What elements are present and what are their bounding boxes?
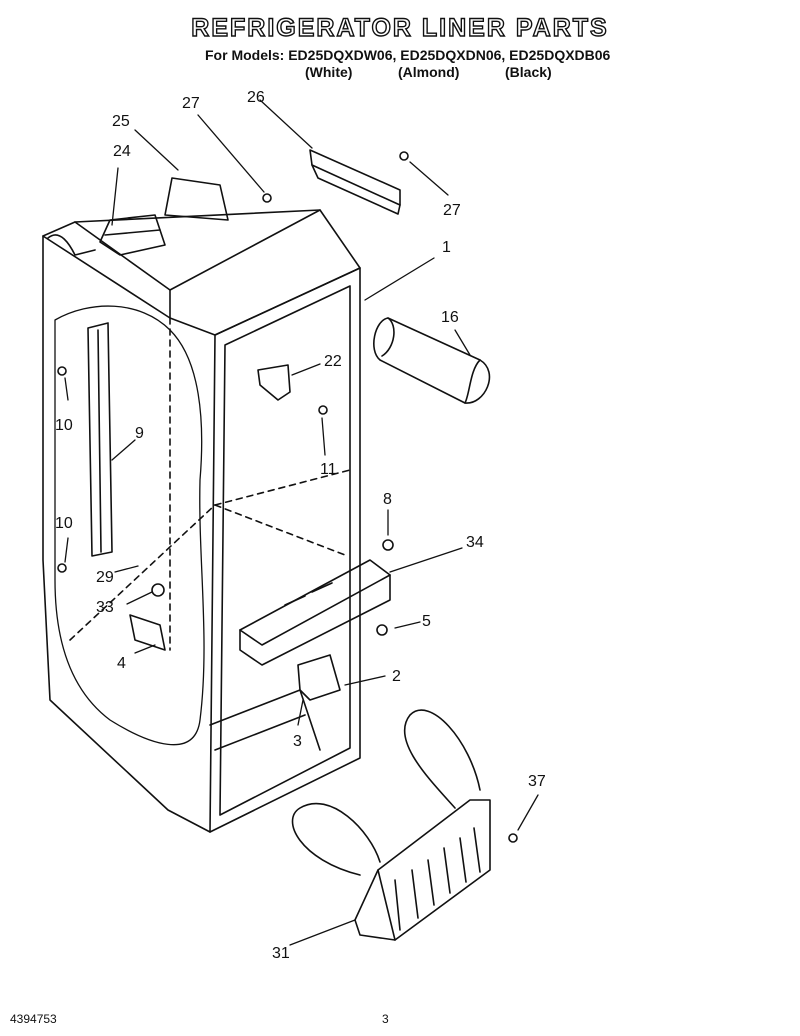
- callout-10-upper: 10: [55, 417, 73, 434]
- callout-34: 34: [466, 534, 484, 551]
- models-line: For Models: ED25DQXDW06, ED25DQXDN06, ED…: [205, 47, 611, 63]
- callout-16: 16: [441, 309, 459, 326]
- variant-white: (White): [305, 64, 353, 80]
- callout-27-right: 27: [443, 202, 461, 219]
- callout-33: 33: [96, 599, 114, 616]
- callout-29: 29: [96, 569, 114, 586]
- callout-5: 5: [422, 613, 431, 630]
- page-number: 3: [382, 1012, 389, 1026]
- callout-11: 11: [320, 461, 337, 478]
- part-34-rail: [239, 559, 391, 666]
- part-26-bracket: [309, 149, 401, 215]
- page-title: REFRIGERATOR LINER PARTS: [191, 13, 609, 42]
- callout-9: 9: [135, 425, 144, 442]
- callout-25: 25: [112, 113, 130, 130]
- callout-4: 4: [117, 655, 126, 672]
- callout-1: 1: [442, 239, 451, 256]
- callout-24: 24: [113, 143, 131, 160]
- variant-almond: (Almond): [398, 64, 460, 80]
- callout-37: 37: [528, 773, 546, 790]
- part-2-bracket: [297, 654, 341, 701]
- callout-22: 22: [324, 353, 342, 370]
- callout-26: 26: [247, 89, 265, 106]
- screw-27b: [399, 151, 409, 161]
- screw-27a: [262, 193, 272, 203]
- callout-31: 31: [272, 945, 290, 962]
- screw-10b: [57, 563, 67, 573]
- part-31-cover: [291, 709, 491, 941]
- part-8-clip: [382, 539, 394, 551]
- leader-lines: [64, 99, 539, 946]
- variant-black: (Black): [505, 64, 552, 80]
- callout-27-upper: 27: [182, 95, 200, 112]
- screw-10a: [57, 366, 67, 376]
- part-24-25-housing: [99, 177, 229, 256]
- liner-cabinet: [42, 209, 361, 833]
- doc-number: 4394753: [10, 1012, 57, 1026]
- part-4-grille: [129, 614, 166, 651]
- screw-11: [318, 405, 328, 415]
- callout-8: 8: [383, 491, 392, 508]
- part-33-bulb: [151, 583, 165, 597]
- part-9-rail: [87, 322, 113, 557]
- callout-2: 2: [392, 668, 401, 685]
- callout-3: 3: [293, 733, 302, 750]
- part-16-duct: [373, 317, 491, 404]
- part-22-bracket: [257, 364, 291, 401]
- callout-10-lower: 10: [55, 515, 73, 532]
- part-5-nut: [376, 624, 388, 636]
- screw-37: [508, 833, 518, 843]
